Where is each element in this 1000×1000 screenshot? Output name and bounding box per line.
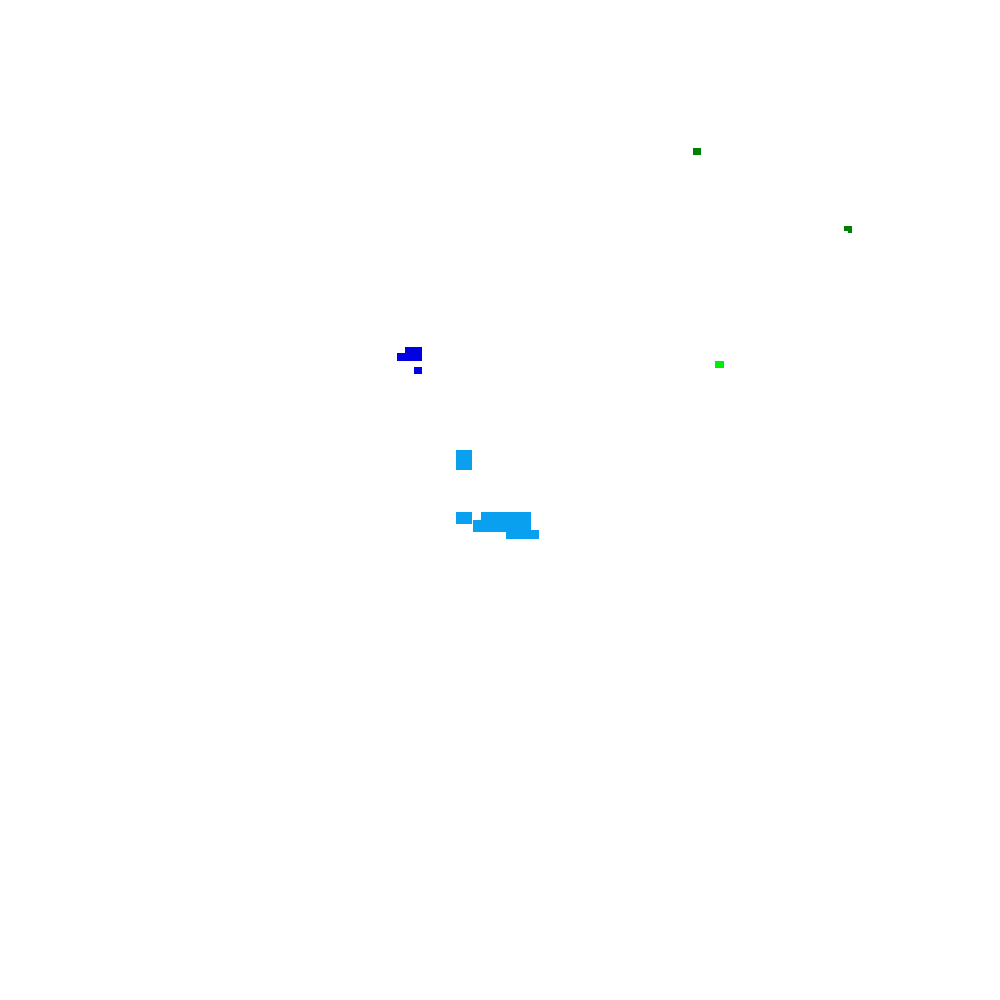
map-canvas bbox=[397, 148, 852, 539]
